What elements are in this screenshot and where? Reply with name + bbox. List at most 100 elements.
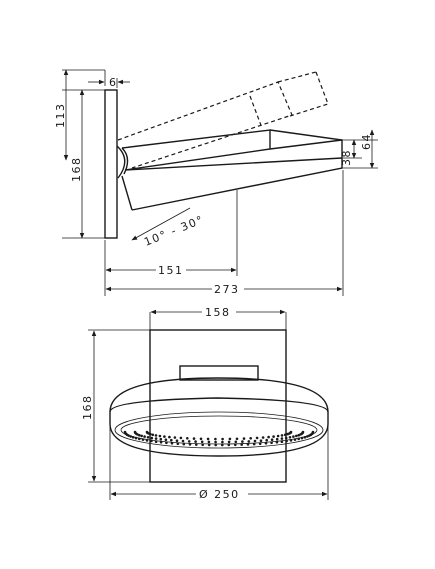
nozzle-dot bbox=[258, 442, 262, 446]
nozzle-dot bbox=[200, 440, 204, 444]
side-view: 6 113 168 38 64 10° - 30° 151 273 bbox=[54, 69, 378, 296]
nozzle-dot bbox=[234, 440, 238, 444]
nozzle-dot bbox=[275, 440, 279, 444]
nozzle-dot bbox=[228, 437, 232, 441]
nozzle-dot bbox=[289, 439, 293, 442]
nozzle-dot bbox=[221, 443, 224, 447]
nozzle-dot bbox=[129, 435, 132, 438]
nozzle-dot bbox=[186, 437, 189, 440]
nozzle-dot bbox=[187, 440, 191, 443]
nozzle-dot bbox=[207, 440, 211, 444]
dim-total-length: 273 bbox=[214, 283, 240, 296]
nozzle-dot bbox=[240, 443, 243, 446]
dim-height-top: 113 bbox=[54, 103, 67, 129]
nozzle-dot bbox=[285, 439, 288, 443]
arm-lowered-position bbox=[121, 129, 343, 211]
nozzle-dot bbox=[214, 437, 217, 441]
nozzle-dot bbox=[301, 430, 305, 434]
nozzle-dot bbox=[253, 439, 257, 443]
nozzle-dot bbox=[159, 437, 163, 441]
nozzle-dot bbox=[306, 435, 309, 438]
dim-height-total: 168 bbox=[70, 157, 83, 183]
nozzle-dot bbox=[168, 435, 171, 439]
nozzle-dot bbox=[150, 439, 153, 443]
nozzle-dot bbox=[201, 443, 204, 447]
nozzle-dot bbox=[179, 436, 183, 440]
nozzle-dot bbox=[154, 440, 158, 444]
nozzle-dot bbox=[194, 440, 197, 443]
dim-head-height: 64 bbox=[360, 133, 373, 150]
dim-arm-reach: 151 bbox=[158, 264, 184, 277]
nozzle-dot bbox=[143, 435, 146, 438]
dim-wall-thickness: 6 bbox=[109, 76, 118, 89]
nozzle-dot bbox=[267, 435, 270, 439]
nozzle-dot bbox=[241, 440, 244, 443]
nozzle-dot bbox=[199, 437, 203, 441]
nozzle-pattern bbox=[123, 430, 315, 447]
dim-plate-width: 158 bbox=[205, 306, 231, 319]
nozzle-dot bbox=[272, 435, 275, 438]
nozzle-dot bbox=[242, 437, 246, 440]
nozzle-dot bbox=[264, 442, 268, 445]
dim-angle: 10° - 30° bbox=[142, 213, 206, 249]
nozzle-dot bbox=[280, 434, 284, 437]
dim-diameter: Ø 250 bbox=[199, 488, 240, 501]
wall-plate bbox=[104, 89, 118, 239]
nozzle-dot bbox=[192, 437, 196, 440]
nozzle-dot bbox=[176, 442, 180, 446]
nozzle-dot bbox=[261, 436, 265, 439]
nozzle-dot bbox=[270, 438, 274, 442]
nozzle-dot bbox=[249, 437, 252, 440]
nozzle-dot bbox=[276, 434, 280, 438]
nozzle-dot bbox=[295, 434, 298, 438]
nozzle-dot bbox=[214, 440, 217, 444]
nozzle-dot bbox=[270, 441, 273, 445]
nozzle-dot bbox=[221, 440, 224, 444]
connector-block bbox=[179, 365, 259, 381]
nozzle-dot bbox=[165, 441, 168, 445]
nozzle-dot bbox=[145, 439, 149, 442]
nozzle-dot bbox=[300, 436, 304, 440]
nozzle-dot bbox=[235, 437, 239, 441]
nozzle-dot bbox=[154, 434, 158, 437]
nozzle-dot bbox=[207, 443, 211, 447]
nozzle-dot bbox=[288, 436, 292, 439]
nozzle-dot bbox=[151, 433, 155, 437]
nozzle-dot bbox=[163, 435, 166, 438]
nozzle-dot bbox=[164, 438, 168, 442]
nozzle-dot bbox=[214, 443, 217, 447]
dim-head-thickness: 38 bbox=[340, 149, 353, 166]
arm-pivot bbox=[121, 147, 129, 175]
nozzle-dot bbox=[280, 440, 284, 444]
back-plate bbox=[149, 329, 287, 483]
nozzle-dot bbox=[252, 442, 256, 446]
nozzle-dot bbox=[134, 436, 138, 440]
nozzle-dot bbox=[182, 442, 186, 446]
nozzle-dot bbox=[195, 443, 198, 446]
nozzle-dot bbox=[289, 430, 293, 434]
arm-raised-position bbox=[117, 71, 329, 169]
nozzle-dot bbox=[259, 439, 263, 443]
nozzle-dot bbox=[150, 436, 154, 440]
nozzle-dot bbox=[170, 442, 174, 445]
nozzle-dot bbox=[138, 437, 141, 441]
nozzle-dot bbox=[146, 436, 150, 439]
nozzle-dot bbox=[138, 433, 141, 437]
nozzle-dot bbox=[265, 438, 269, 442]
nozzle-dot bbox=[234, 443, 237, 447]
nozzle-dot bbox=[149, 432, 152, 436]
nozzle-dot bbox=[175, 439, 179, 443]
nozzle-dot bbox=[303, 436, 307, 439]
nozzle-dot bbox=[159, 440, 163, 444]
front-view: 158 168 Ø 250 bbox=[81, 304, 329, 501]
nozzle-dot bbox=[158, 434, 162, 438]
nozzle-dot bbox=[297, 437, 301, 441]
nozzle-dot bbox=[206, 437, 210, 441]
nozzle-dot bbox=[227, 443, 231, 447]
nozzle-dot bbox=[188, 443, 192, 446]
nozzle-dot bbox=[131, 436, 135, 439]
nozzle-dot bbox=[292, 435, 295, 438]
nozzle-dot bbox=[255, 436, 259, 440]
nozzle-dot bbox=[154, 437, 158, 440]
